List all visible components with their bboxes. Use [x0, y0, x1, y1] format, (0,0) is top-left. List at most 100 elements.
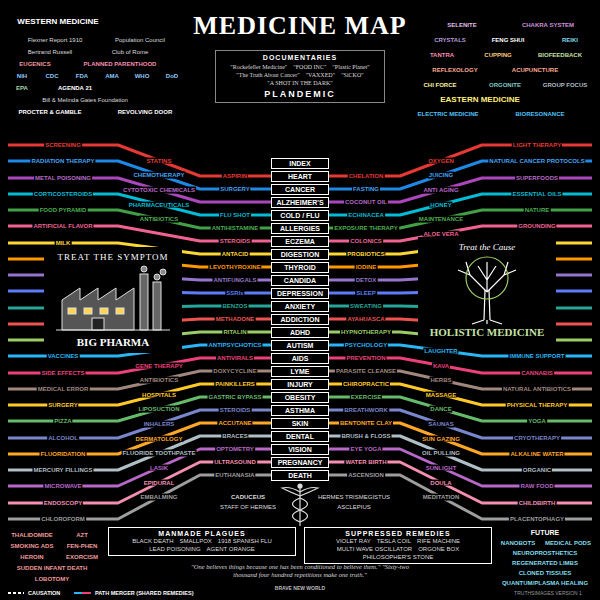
map-label: MILK [55, 240, 72, 247]
map-label: BIORESONANCE [514, 111, 565, 118]
map-label: STEROIDS [219, 238, 252, 245]
map-label: MEDICAL PODS [544, 540, 592, 547]
category-band: MANMADE PLAGUESBLACK DEATHSMALLPOX1918 S… [108, 527, 296, 556]
tree-roots [472, 320, 502, 324]
station-box: CANCER [271, 184, 329, 195]
map-label: CDC [45, 73, 60, 80]
node-text: BLACK DEATH [132, 538, 173, 544]
map-label: SMOKING ADS [10, 543, 55, 550]
map-label: LIPOSUCTION [137, 406, 180, 413]
map-label: SURGERY [219, 186, 250, 193]
factory-window [116, 308, 124, 314]
map-label: ANTIPSYCHOTICS [207, 342, 262, 349]
node-text: "The Truth About Cancer" [236, 72, 299, 78]
emblem-panel: Treat the CauseHOLISTIC MEDICINE [422, 240, 552, 340]
map-label: Flexner Report 1910 [27, 37, 84, 44]
map-label: FENG SHUI [491, 37, 526, 44]
node-text: MULTI WAVE OSCILLATOR [337, 546, 412, 552]
map-label: ULTRASOUND [213, 459, 257, 466]
map-label: ANTI AGING [422, 187, 459, 194]
map-label: WHO [134, 73, 151, 80]
smoke-puff [160, 269, 166, 275]
node-text: PHILOSOPHER'S STONE [363, 554, 434, 560]
factory-illustration [56, 266, 170, 330]
station-box: CANDIDA [271, 275, 329, 286]
map-label: SUNLIGHT [425, 464, 458, 471]
node-heading: DEATH [288, 471, 312, 480]
station-box: VISION [271, 444, 329, 455]
node-heading: CANCER [285, 185, 315, 194]
map-label: NATURAL CANCER PROTOCOLS [488, 158, 585, 165]
map-label: QUANTUM/PLASMA HEALING [501, 580, 589, 587]
caduceus-staff [299, 487, 300, 526]
station-box: ASTHMA [271, 405, 329, 416]
tree-illustration [458, 257, 516, 324]
station-box: COLD / FLU [271, 210, 329, 221]
map-label: LASIK [149, 464, 169, 471]
map-label: PROBIOTICS [346, 251, 385, 258]
map-label: AYAHUASCA [346, 316, 385, 323]
map-label: DERMATOLOGY [135, 435, 184, 442]
map-label: BREATHWORK [343, 407, 389, 414]
map-label: LIGHT THERAPY [512, 142, 562, 149]
map-label: NIH [16, 73, 28, 80]
map-label: ECHINACEA [347, 212, 385, 219]
map-label: ANTIVIRALS [216, 355, 254, 362]
station-box: PREGNANCY [271, 457, 329, 468]
map-label: CHELATION [348, 173, 385, 180]
metro-lines [8, 145, 592, 519]
map-label: PARASITE CLEANSE [335, 368, 397, 375]
panel-ground [418, 237, 556, 343]
node-heading: ECZEMA [285, 237, 315, 246]
map-label: NANOBOTS [500, 540, 536, 547]
tree-trunk [484, 290, 490, 320]
node-heading: DENTAL [286, 432, 314, 441]
station-box: SKIN [271, 418, 329, 429]
map-label: BENZOS [221, 303, 248, 310]
smoke-puff [154, 274, 160, 280]
map-label: HOSPITALS [141, 391, 177, 398]
map-label: KAVA [432, 362, 450, 369]
map-label: MEDICAL ERROR [37, 386, 90, 393]
map-label: CUPPING [483, 52, 512, 59]
map-label: NEUROPROSTHETICS [512, 550, 578, 557]
map-label: REIKI [561, 37, 579, 44]
node-heading: CANDIDA [284, 276, 316, 285]
node-heading: SKIN [292, 419, 309, 428]
node-heading: ADHD [290, 328, 310, 337]
legend-text: PATH MERGER (SHARED REMEDIES) [95, 590, 194, 597]
factory-chimney [140, 274, 148, 330]
station-box: OBESITY [271, 392, 329, 403]
map-label: ANTIBIOTICS [139, 216, 179, 223]
documentary-box: DOCUMENTARIES"Rockefeller Medicine""FOOD… [215, 50, 385, 103]
map-label: EPIDURAL [143, 479, 176, 486]
station-box: ADDICTION [271, 314, 329, 325]
node-text: RIFE MACHINE [417, 538, 460, 544]
map-label: ASCLEPIUS [336, 504, 372, 511]
map-label: COLONICS [349, 238, 383, 245]
station-box: ADHD [271, 327, 329, 338]
caduceus-snake [293, 498, 308, 522]
map-label: SELENITE [446, 22, 477, 29]
map-label: MASSAGE [425, 391, 457, 398]
map-label: FEN-PHEN [66, 543, 99, 550]
map-label: MICROWAVE [43, 483, 82, 490]
map-label: LOBOTOMY [34, 576, 71, 583]
map-label: BRUSH & FLOSS [340, 433, 391, 440]
legend-sample-line [8, 592, 24, 594]
node-heading: SUPPRESSED REMEDIES [307, 530, 489, 537]
station-box: AUTISM [271, 340, 329, 351]
map-label: DOULA [429, 479, 452, 486]
map-label: Club of Rome [111, 49, 150, 56]
map-caption: "One believes things because one has bee… [180, 563, 420, 579]
map-label: EXERCISE [350, 394, 382, 401]
station-box: AIDS [271, 353, 329, 364]
map-label: FASTING [352, 186, 380, 193]
node-text: VIOLET RAY [336, 538, 371, 544]
map-label: SLEEP [355, 290, 377, 297]
map-label: PROCTER & GAMBLE [18, 109, 83, 116]
map-label: IMMUNE SUPPORT [508, 353, 565, 360]
map-label: SSRIs [225, 290, 244, 297]
map-label: CYTOTOXIC CHEMICALS [122, 187, 196, 194]
map-label: HYPNOTHERAPY [340, 329, 392, 336]
